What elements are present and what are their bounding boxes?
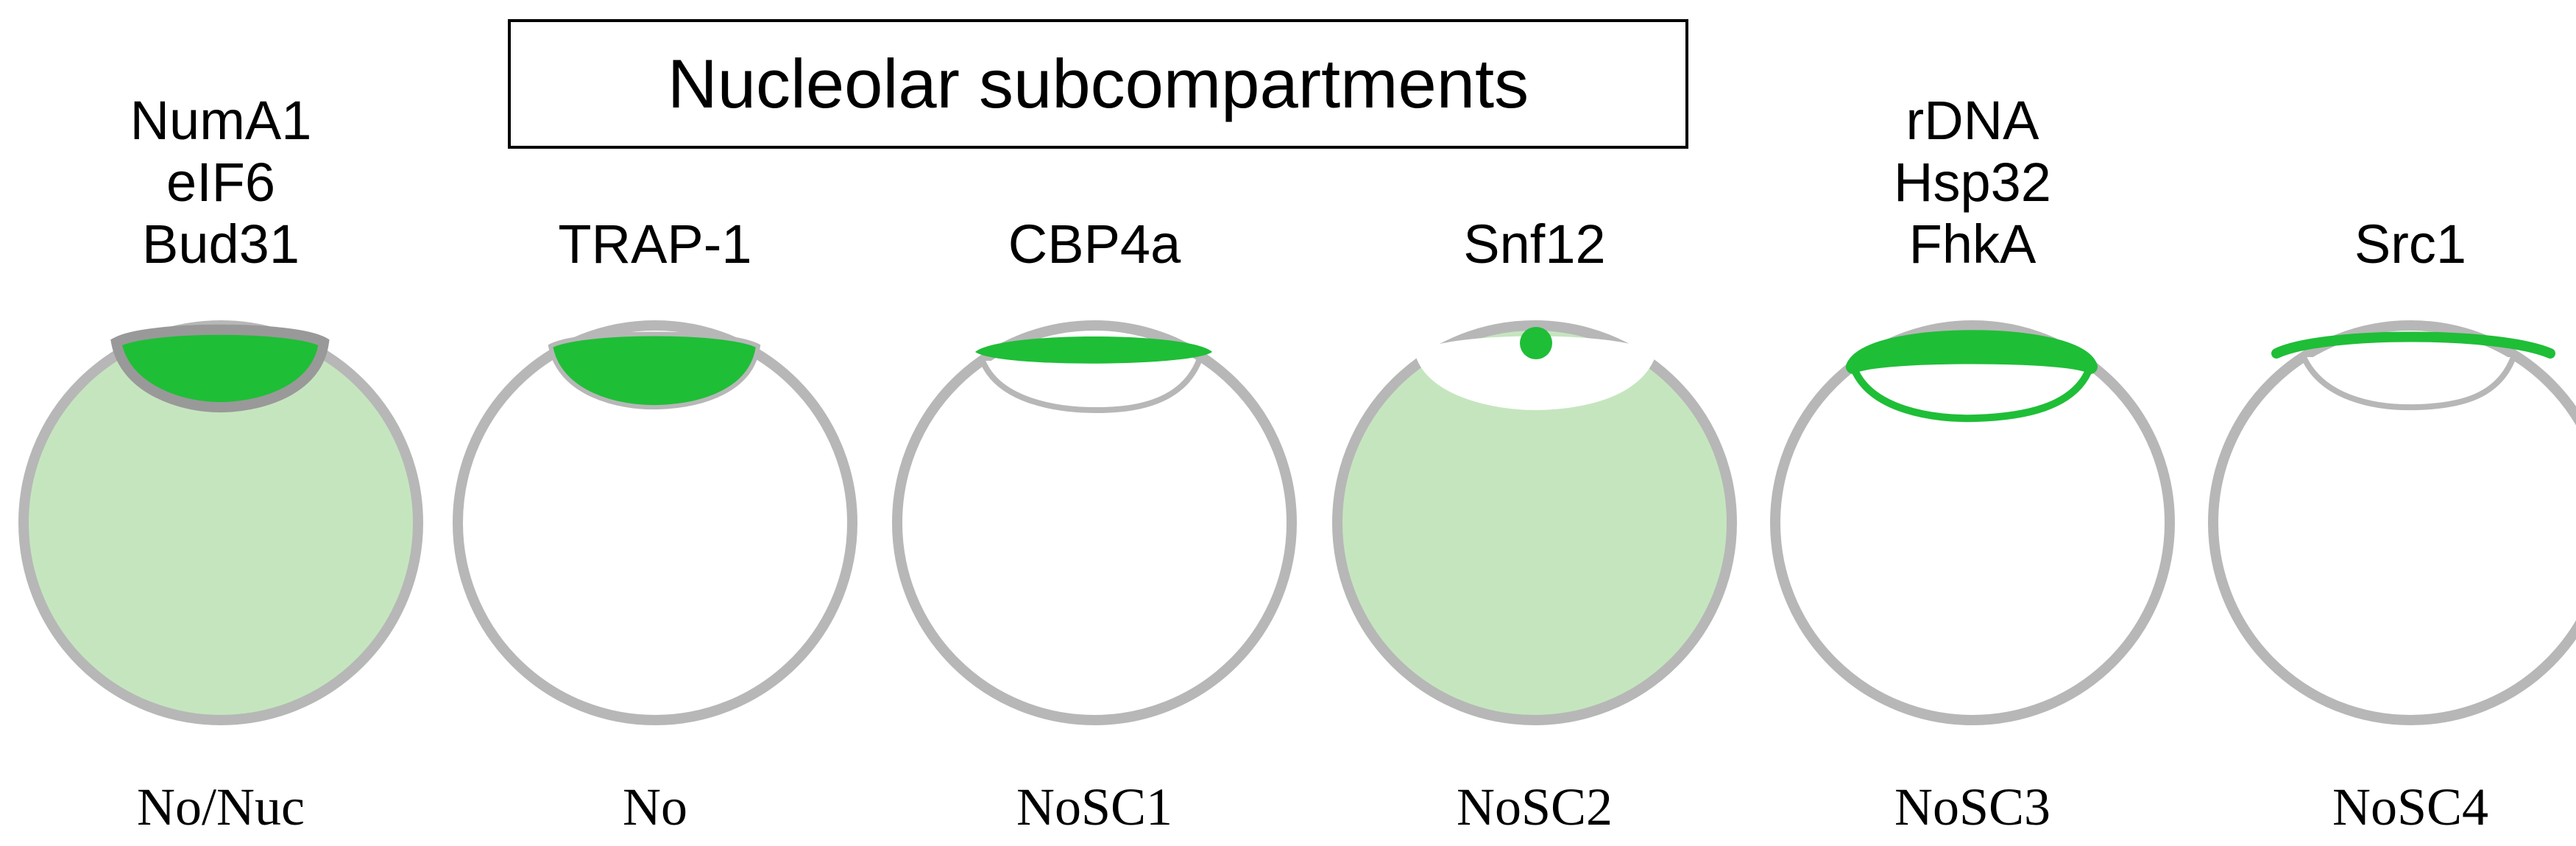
nucleolus-outline xyxy=(980,359,1202,414)
nucleus-cell xyxy=(18,320,423,725)
category-label: NoSC3 xyxy=(1894,778,2051,836)
category-label: NoSC4 xyxy=(2332,778,2489,836)
panel-no-nuc: NumA1 eIF6 Bud31 No/Nuc xyxy=(15,0,427,846)
nucleolus-outline xyxy=(2301,356,2516,411)
nosc4-edge xyxy=(2271,331,2555,359)
protein-label: Snf12 xyxy=(1463,214,1606,275)
category-label: No/Nuc xyxy=(137,778,305,836)
nucleus xyxy=(1332,320,1737,725)
nucleus-cell xyxy=(453,320,857,725)
protein-label: TRAP-1 xyxy=(558,214,752,275)
nucleus xyxy=(1770,320,2175,725)
protein-labels: Snf12 xyxy=(1328,214,1741,275)
nucleus xyxy=(892,320,1297,725)
protein-labels: CBP4a xyxy=(888,214,1301,275)
protein-labels: TRAP-1 xyxy=(449,214,861,275)
nosc2-spot xyxy=(1520,327,1552,359)
nucleolus xyxy=(1415,336,1656,411)
panel-nosc4: Src1 NoSC4 xyxy=(2204,0,2576,846)
protein-label: eIF6 xyxy=(166,152,276,213)
category-label: NoSC1 xyxy=(1016,778,1173,836)
protein-label: Hsp32 xyxy=(1894,152,2051,213)
nucleus xyxy=(2208,320,2576,725)
protein-label: Src1 xyxy=(2354,214,2467,275)
nucleolus xyxy=(110,324,330,413)
nosc3-rim xyxy=(1850,365,2094,423)
nosc3-cap xyxy=(1846,330,2098,374)
protein-label: CBP4a xyxy=(1008,214,1181,275)
protein-labels: rDNA Hsp32 FhkA xyxy=(1766,90,2179,275)
panel-nosc3: rDNA Hsp32 FhkA NoSC3 xyxy=(1766,0,2179,846)
nosc1-region xyxy=(975,336,1212,364)
nucleus-cell xyxy=(892,320,1297,725)
protein-labels: NumA1 eIF6 Bud31 xyxy=(15,90,427,275)
protein-label: Bud31 xyxy=(142,214,300,275)
protein-label: FhkA xyxy=(1908,214,2037,275)
protein-labels: Src1 xyxy=(2204,214,2576,275)
nucleus-cell xyxy=(1332,320,1737,725)
nucleus-cell xyxy=(2208,320,2576,725)
panel-nosc1: CBP4a NoSC1 xyxy=(888,0,1301,846)
title-box: Nucleolar subcompartments xyxy=(508,19,1688,149)
protein-label: NumA1 xyxy=(130,90,312,151)
protein-label: rDNA xyxy=(1906,90,2039,151)
category-label: No xyxy=(623,778,687,836)
category-label: NoSC2 xyxy=(1456,778,1613,836)
diagram-title: Nucleolar subcompartments xyxy=(667,45,1529,122)
panel-no: TRAP-1 No xyxy=(449,0,861,846)
panel-nosc2: Snf12 NoSC2 xyxy=(1328,0,1741,846)
nucleus xyxy=(453,320,857,725)
nucleus-cell xyxy=(1770,320,2175,725)
nucleolus xyxy=(548,331,761,410)
